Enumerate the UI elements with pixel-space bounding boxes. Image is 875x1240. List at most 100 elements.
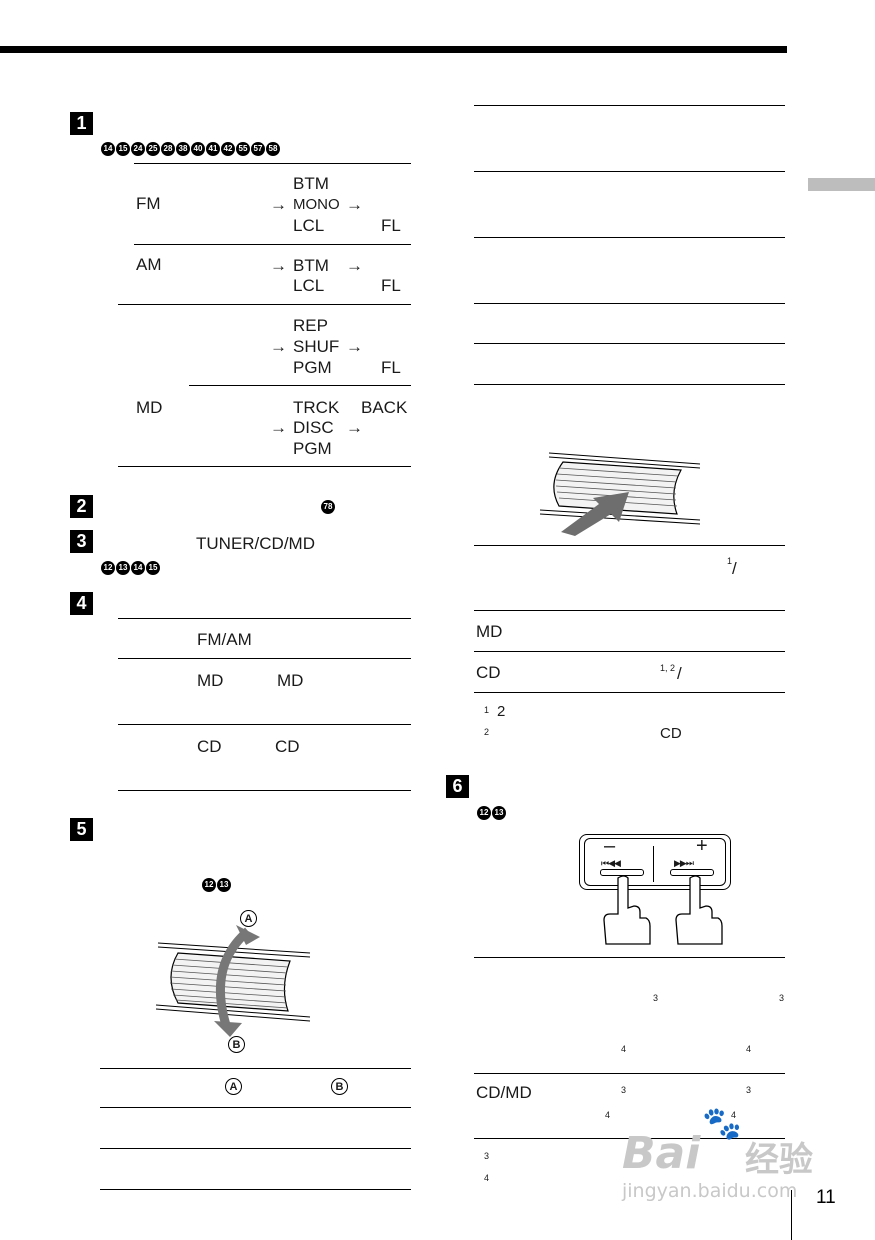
source-md: MD bbox=[136, 398, 163, 417]
footnote-ref: 4 bbox=[746, 1044, 752, 1054]
table-rule bbox=[134, 163, 411, 164]
ref-badge: 78 bbox=[321, 500, 335, 514]
table-rule bbox=[118, 658, 411, 659]
mode-pgm: PGM bbox=[293, 439, 332, 458]
source-am: AM bbox=[136, 255, 162, 274]
step-4-marker: 4 bbox=[70, 592, 93, 615]
ref-badge: 13 bbox=[492, 806, 506, 820]
pointing-hands-icon bbox=[603, 875, 723, 945]
table-rule bbox=[474, 610, 785, 611]
arrow-right-icon: → bbox=[346, 337, 363, 356]
step-5-ref-badges: 12 13 bbox=[202, 878, 231, 892]
table-rule bbox=[474, 105, 785, 106]
mode-fl: FL bbox=[381, 358, 401, 377]
source-fmam: FM/AM bbox=[197, 630, 252, 649]
front-panel-flip-illustration bbox=[155, 925, 311, 1037]
step-6-ref-badges: 12 13 bbox=[477, 806, 506, 820]
ref-badge: 14 bbox=[131, 561, 145, 575]
step-1-ref-badges: 14 15 24 25 28 38 40 41 42 55 57 58 bbox=[101, 142, 280, 156]
mark-a: A bbox=[240, 910, 257, 927]
arrow-right-icon: → bbox=[346, 418, 363, 437]
watermark-url: jingyan.baidu.com bbox=[622, 1180, 798, 1202]
footnote-ref: 4 bbox=[731, 1110, 737, 1120]
ref-badge: 14 bbox=[101, 142, 115, 156]
ref-badge: 38 bbox=[176, 142, 190, 156]
footnote-mark: 2 bbox=[484, 727, 490, 737]
footnote-mark: 4 bbox=[484, 1173, 490, 1183]
table-rule bbox=[100, 1148, 411, 1149]
table-rule bbox=[118, 304, 411, 305]
footnote-ref: 1, 2 bbox=[660, 663, 676, 673]
step-6-marker: 6 bbox=[446, 775, 469, 798]
arrow-right-icon: → bbox=[270, 195, 287, 214]
page-number: 11 bbox=[816, 1187, 836, 1208]
table-rule bbox=[118, 618, 411, 619]
step-5-marker: 5 bbox=[70, 818, 93, 841]
footnote-ref: 3 bbox=[653, 993, 659, 1003]
front-panel-push-illustration bbox=[539, 452, 701, 536]
top-rule bbox=[0, 46, 787, 53]
arrow-right-icon: → bbox=[346, 195, 363, 214]
skip-button-panel bbox=[579, 834, 731, 890]
arrow-right-icon: → bbox=[270, 418, 287, 437]
source-md: MD bbox=[476, 622, 503, 641]
footnote-mark: 1 bbox=[484, 705, 490, 715]
arrow-right-icon: → bbox=[346, 256, 363, 275]
footnote-ref: 4 bbox=[621, 1044, 627, 1054]
table-rule bbox=[189, 385, 411, 386]
mode-disc: DISC bbox=[293, 418, 334, 437]
mode-shuf: SHUF bbox=[293, 337, 340, 356]
source-cd: CD bbox=[275, 737, 300, 756]
rewind-icon: ⏮◀◀ bbox=[601, 858, 621, 868]
mode-fl: FL bbox=[381, 276, 401, 295]
ref-badge: 13 bbox=[217, 878, 231, 892]
footnote-cd: CD bbox=[660, 725, 682, 742]
mode-pgm: PGM bbox=[293, 358, 332, 377]
plus-label: + bbox=[696, 835, 708, 857]
ref-badge: 12 bbox=[101, 561, 115, 575]
step-2-marker: 2 bbox=[70, 495, 93, 518]
table-rule bbox=[474, 692, 785, 693]
minus-label: – bbox=[604, 835, 616, 857]
source-md: MD bbox=[277, 671, 304, 690]
arrow-right-icon: → bbox=[270, 256, 287, 275]
table-rule bbox=[100, 1068, 411, 1069]
ref-badge: 40 bbox=[191, 142, 205, 156]
footnote-ref: 3 bbox=[621, 1085, 627, 1095]
footnote-ref: 3 bbox=[779, 993, 785, 1003]
mark-b: B bbox=[228, 1036, 245, 1053]
step-1-marker: 1 bbox=[70, 112, 93, 135]
panel-divider bbox=[653, 846, 654, 882]
fast-forward-icon: ▶▶⏭ bbox=[674, 858, 694, 868]
table-rule bbox=[100, 1189, 411, 1190]
mode-lcl: LCL bbox=[293, 276, 325, 295]
source-cd: CD bbox=[476, 663, 501, 682]
footnote-ref: 3 bbox=[746, 1085, 752, 1095]
ref-badge: 58 bbox=[266, 142, 280, 156]
table-rule bbox=[118, 466, 411, 467]
table-rule bbox=[134, 244, 411, 245]
table-rule bbox=[474, 1073, 785, 1074]
fast-forward-button[interactable] bbox=[670, 869, 714, 876]
function-buttons-label: TUNER/CD/MD bbox=[196, 534, 315, 553]
mark-b: B bbox=[331, 1078, 348, 1095]
ref-badge: 12 bbox=[477, 806, 491, 820]
ref-badge: 57 bbox=[251, 142, 265, 156]
ref-badge: 12 bbox=[202, 878, 216, 892]
mode-fl: FL bbox=[381, 216, 401, 235]
mode-rep: REP bbox=[293, 316, 328, 335]
ref-badge: 25 bbox=[146, 142, 160, 156]
table-rule bbox=[474, 651, 785, 652]
table-rule bbox=[474, 237, 785, 238]
source-cd: CD bbox=[197, 737, 222, 756]
mode-mono: MONO bbox=[293, 196, 340, 213]
ref-badge: 42 bbox=[221, 142, 235, 156]
mode-trck: TRCK bbox=[293, 398, 340, 417]
page-edge-rule bbox=[791, 1190, 792, 1240]
table-rule bbox=[474, 545, 785, 546]
table-rule bbox=[474, 1138, 785, 1139]
arrow-right-icon: → bbox=[270, 337, 287, 356]
mode-back: BACK bbox=[361, 398, 408, 417]
section-tab bbox=[808, 178, 875, 191]
table-rule bbox=[118, 790, 411, 791]
